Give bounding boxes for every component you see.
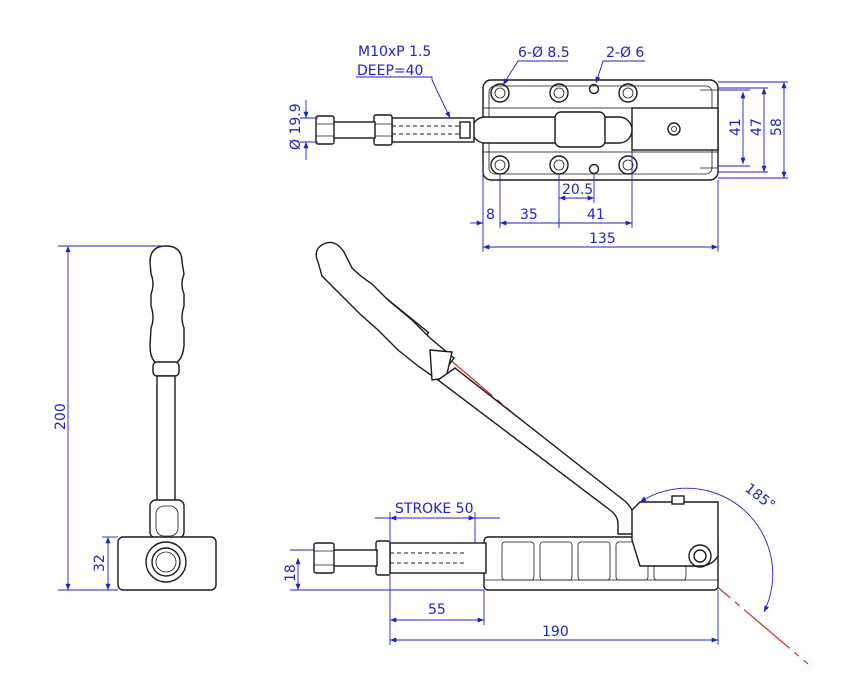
stroke-label: STROKE 50 <box>395 501 473 517</box>
d135-label: 135 <box>589 231 616 247</box>
holes6-label: 6-Ø 8.5 <box>518 45 570 61</box>
side-dimensions: STROKE 50 18 55 190 185° <box>283 481 778 645</box>
thread-label: M10xP 1.5 <box>358 44 431 60</box>
dia-label: Ø 19.9 <box>288 103 304 150</box>
end-dimensions: 200 32 <box>53 245 165 591</box>
deep-label: DEEP=40 <box>357 63 423 79</box>
d190-label: 190 <box>542 624 569 640</box>
end-view <box>117 245 217 591</box>
top-dimensions: M10xP 1.5 DEEP=40 6-Ø 8.5 2-Ø 6 Ø 19.9 2… <box>288 44 788 252</box>
holes2-label: 2-Ø 6 <box>606 45 644 61</box>
top-view <box>315 79 719 181</box>
d8-label: 8 <box>486 207 495 223</box>
d32-label: 32 <box>92 554 108 572</box>
angle-label: 185° <box>742 481 778 514</box>
d47-label: 47 <box>749 118 765 136</box>
d200-label: 200 <box>53 403 69 430</box>
d18-label: 18 <box>283 564 299 582</box>
d41-label: 41 <box>728 118 744 136</box>
side-view <box>313 241 809 665</box>
d20-5-label: 20.5 <box>562 182 593 198</box>
d41b-label: 41 <box>587 207 605 223</box>
d35-label: 35 <box>520 207 538 223</box>
d58-label: 58 <box>769 118 785 136</box>
d55-label: 55 <box>428 602 446 618</box>
